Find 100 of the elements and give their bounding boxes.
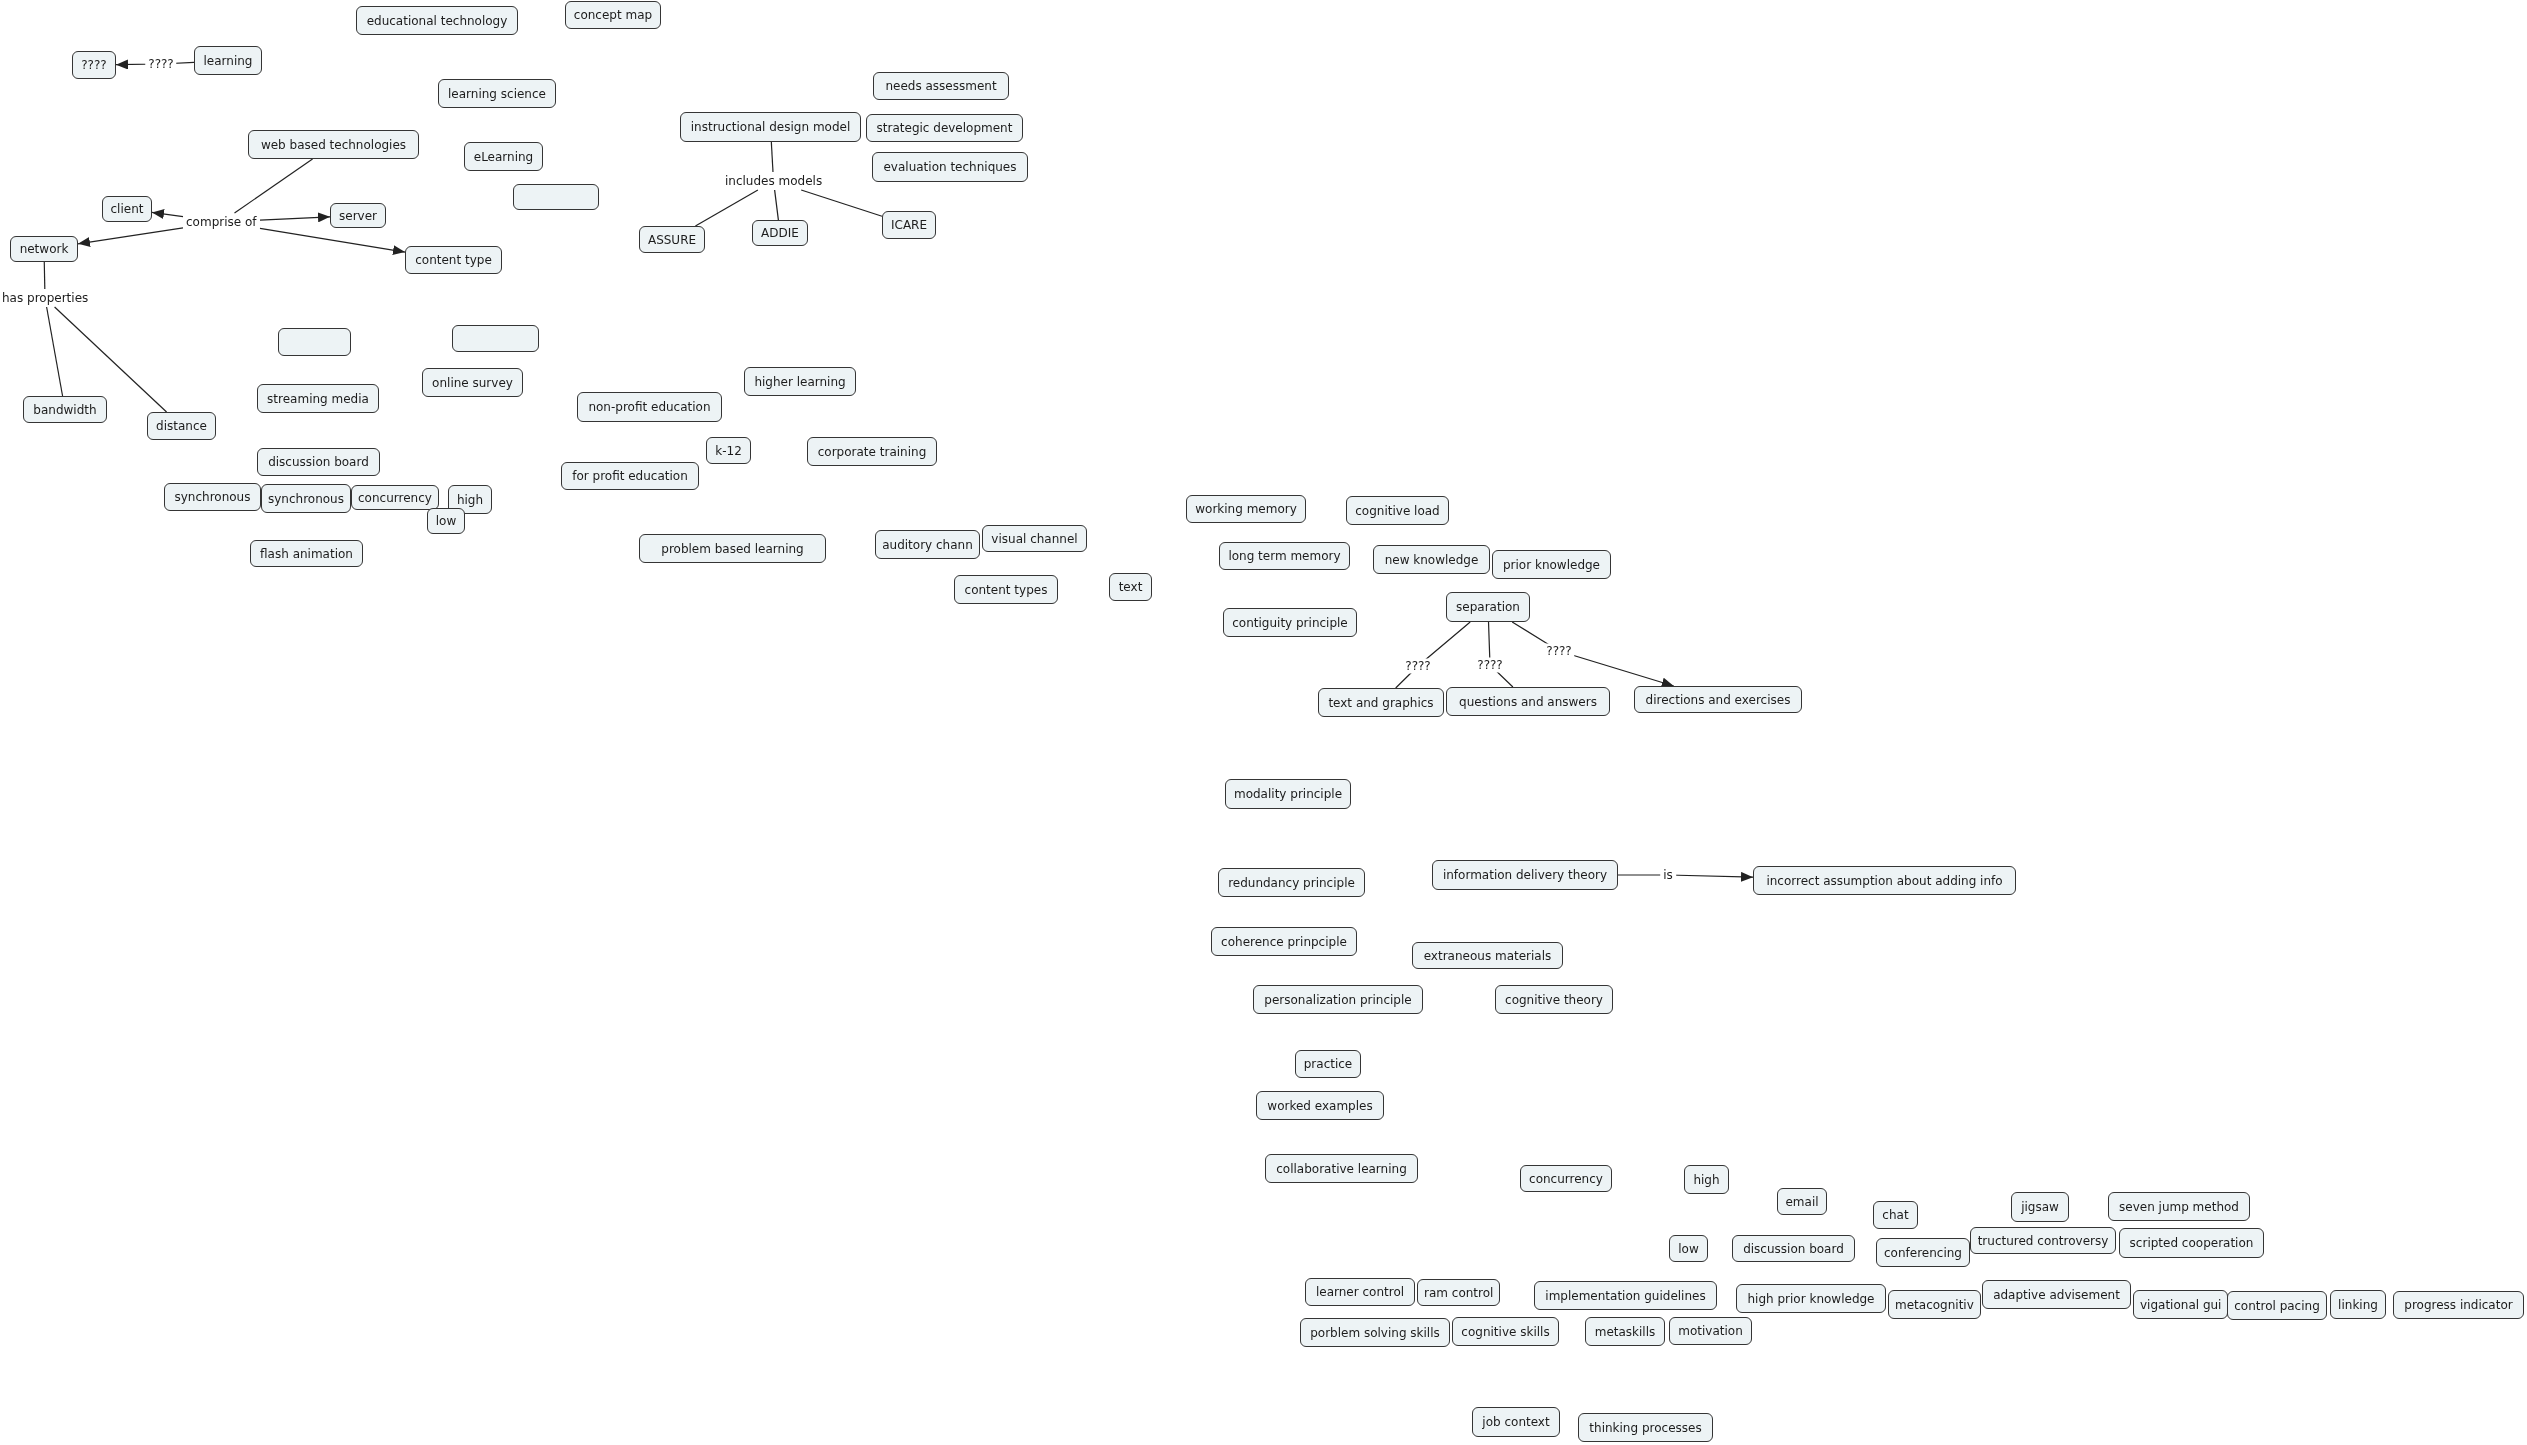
connector-line: [46, 306, 64, 397]
linking-phrase: comprise of: [184, 214, 259, 230]
concept-node: cognitive skills: [1452, 1317, 1559, 1346]
concept-node: metaskills: [1585, 1317, 1665, 1346]
concept-node: metacognitiv: [1888, 1290, 1981, 1319]
concept-node: long term memory: [1219, 542, 1350, 570]
arrow: [259, 227, 406, 256]
concept-node: text and graphics: [1318, 688, 1444, 717]
concept-node: instructional design model: [680, 112, 861, 142]
empty-node: [278, 328, 351, 356]
concept-node: scripted cooperation: [2119, 1228, 2264, 1258]
concept-node: low: [427, 508, 465, 534]
concept-node: separation: [1446, 592, 1530, 622]
concept-node: for profit education: [561, 462, 699, 490]
concept-node: discussion board: [257, 448, 380, 476]
concept-node: information delivery theory: [1432, 860, 1618, 890]
concept-node: flash animation: [250, 540, 363, 567]
concept-node: coherence prinpciple: [1211, 927, 1357, 956]
connector-line: [43, 261, 46, 290]
concept-node: ADDIE: [752, 220, 808, 246]
concept-node: ASSURE: [639, 226, 705, 253]
concept-node: new knowledge: [1373, 545, 1490, 574]
edge-label: ????: [1543, 643, 1575, 659]
connector-line: [770, 141, 774, 173]
concept-node: motivation: [1669, 1317, 1752, 1345]
concept-node: strategic development: [866, 114, 1023, 142]
concept-node: corporate training: [807, 437, 937, 466]
concept-node: redundancy principle: [1218, 868, 1365, 897]
concept-node: concurrency: [351, 485, 439, 510]
concept-node: modality principle: [1225, 779, 1351, 809]
concept-node: discussion board: [1732, 1235, 1855, 1262]
connector-line: [694, 189, 759, 227]
concept-node: high: [1684, 1165, 1729, 1194]
concept-node: cognitive load: [1346, 496, 1449, 525]
concept-node: content types: [954, 575, 1058, 604]
concept-node: server: [330, 203, 386, 228]
concept-node: k-12: [706, 437, 751, 464]
concept-node: implementation guidelines: [1534, 1281, 1717, 1310]
concept-node: online survey: [422, 368, 523, 397]
concept-node: ram control: [1417, 1279, 1501, 1306]
concept-node: worked examples: [1256, 1091, 1384, 1120]
concept-node: collaborative learning: [1265, 1154, 1418, 1183]
concept-node: concurrency: [1520, 1165, 1612, 1192]
concept-node: extraneous materials: [1412, 942, 1563, 969]
connector-line: [54, 306, 168, 413]
concept-node: cognitive theory: [1495, 985, 1613, 1014]
concept-node: network: [10, 236, 78, 262]
arrow: [77, 227, 184, 247]
concept-node: synchronous: [164, 483, 261, 511]
concept-node: questions and answers: [1446, 687, 1610, 716]
concept-node: seven jump method: [2108, 1192, 2250, 1221]
concept-node: evaluation techniques: [872, 152, 1028, 182]
concept-node: chat: [1873, 1201, 1918, 1229]
concept-node: adaptive advisement: [1982, 1280, 2131, 1309]
concept-node: auditory chann: [875, 530, 980, 559]
arrow: [1617, 871, 1754, 882]
empty-node: [452, 325, 539, 352]
connector-line: [233, 158, 314, 214]
concept-node: jigsaw: [2011, 1192, 2069, 1222]
concept-node: job context: [1472, 1407, 1560, 1437]
concept-node: vigational gui: [2133, 1290, 2229, 1319]
concept-node: prior knowledge: [1492, 550, 1611, 579]
concept-node: visual channel: [982, 525, 1087, 552]
concept-node: client: [102, 196, 152, 222]
concept-node: incorrect assumption about adding info: [1753, 866, 2016, 895]
concept-node: linking: [2330, 1290, 2386, 1319]
concept-node: text: [1109, 573, 1152, 601]
concept-node: directions and exercises: [1634, 686, 1802, 713]
concept-node: content type: [405, 246, 502, 274]
arrow: [151, 209, 184, 220]
arrow: [259, 212, 331, 223]
concept-node: concept map: [565, 1, 661, 29]
concept-node: eLearning: [464, 142, 543, 171]
concept-node: bandwidth: [23, 396, 107, 423]
concept-node: non-profit education: [577, 392, 722, 422]
concept-node: synchronous: [261, 484, 351, 513]
linking-phrase: has properties: [0, 290, 91, 306]
concept-node: tructured controversy: [1970, 1227, 2116, 1254]
concept-node: ICARE: [882, 211, 936, 239]
concept-node: working memory: [1186, 495, 1306, 523]
concept-node: progress indicator: [2393, 1291, 2524, 1319]
connector-line: [774, 189, 779, 221]
concept-node: educational technology: [356, 6, 518, 35]
concept-node: learning: [194, 46, 262, 75]
concept-node: contiguity principle: [1223, 608, 1357, 637]
connector-line: [800, 189, 883, 217]
concept-node: low: [1669, 1235, 1708, 1262]
concept-node: distance: [147, 412, 216, 440]
concept-node: learning science: [438, 79, 556, 108]
empty-node: [513, 184, 599, 210]
concept-node: ????: [72, 51, 116, 79]
concept-node: problem based learning: [639, 534, 826, 563]
concept-node: high prior knowledge: [1736, 1284, 1886, 1313]
concept-node: porblem solving skills: [1300, 1318, 1450, 1347]
concept-node: practice: [1295, 1050, 1361, 1078]
concept-node: needs assessment: [873, 72, 1009, 100]
concept-node: learner control: [1305, 1278, 1415, 1306]
concept-node: higher learning: [744, 367, 856, 396]
concept-node: streaming media: [257, 384, 379, 413]
concept-node: thinking processes: [1578, 1413, 1713, 1442]
